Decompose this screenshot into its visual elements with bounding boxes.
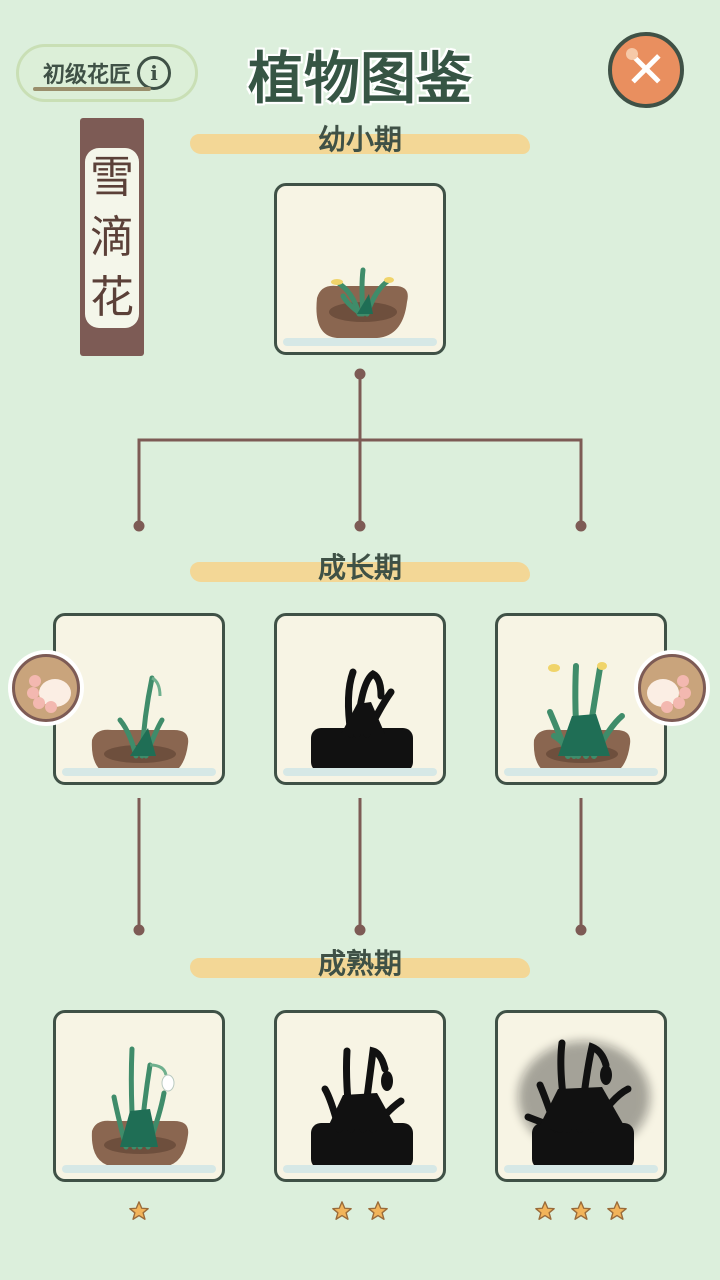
seedling-plant-image — [316, 267, 408, 338]
plant-name-panel: 雪 滴 花 — [85, 148, 139, 328]
paw-icon — [638, 654, 706, 722]
growing-plant-image — [91, 675, 189, 776]
connector-dot — [133, 924, 145, 936]
info-icon[interactable]: i — [137, 56, 171, 90]
mature-plant-image — [91, 1046, 189, 1167]
plant-name-char: 花 — [90, 272, 134, 323]
connector-dot — [354, 520, 366, 532]
plant-name-char: 滴 — [90, 212, 134, 263]
growing-plant-image — [533, 662, 631, 776]
paw-icon — [12, 654, 80, 722]
card-floor — [283, 1165, 437, 1173]
stage-label: 成长期 — [317, 551, 402, 584]
connector-dot — [354, 368, 366, 380]
stage-title-mature: 成熟期 — [190, 942, 530, 982]
star-icon — [129, 1201, 149, 1220]
star-rating-1 — [53, 1200, 225, 1222]
star-rating-3 — [495, 1200, 667, 1222]
stage-title-growing: 成长期 — [190, 546, 530, 586]
star-icon — [571, 1201, 591, 1220]
rank-label: 初级花匠 — [42, 63, 131, 88]
locked-plant-silhouette — [311, 668, 413, 772]
connector-dot — [575, 520, 587, 532]
rank-badge[interactable]: 初级花匠 i — [16, 44, 198, 102]
stage-title-seedling: 幼小期 — [190, 118, 530, 158]
locked-plant-silhouette — [311, 1046, 413, 1169]
card-floor — [504, 1165, 658, 1173]
connector-dot — [354, 924, 366, 936]
plant-name-char: 雪 — [90, 152, 134, 203]
plant-card-mature-3-locked[interactable] — [495, 1010, 667, 1182]
stage-label: 幼小期 — [317, 123, 402, 156]
locked-plant-silhouette — [518, 1039, 650, 1169]
paw-button-left[interactable] — [8, 650, 84, 726]
paw-button-right[interactable] — [634, 650, 710, 726]
stage-label: 成熟期 — [317, 947, 402, 980]
card-floor — [283, 768, 437, 776]
button-shine — [626, 48, 638, 60]
plant-card-mature-1[interactable] — [53, 1010, 225, 1182]
rank-underline — [33, 87, 151, 91]
page-title: 植物图鉴 — [248, 47, 472, 112]
brush-stroke — [190, 958, 530, 978]
star-icon — [332, 1201, 352, 1220]
brush-stroke — [190, 134, 530, 154]
star-rating-2 — [274, 1200, 446, 1222]
plant-card-seedling[interactable] — [274, 183, 446, 355]
connector-dot — [575, 924, 587, 936]
connector-line — [137, 438, 583, 526]
card-floor — [62, 1165, 216, 1173]
plant-name-scroll: 雪 滴 花 — [80, 118, 144, 356]
card-floor — [504, 768, 658, 776]
card-floor — [62, 768, 216, 776]
star-icon — [607, 1201, 627, 1220]
brush-stroke — [190, 562, 530, 582]
card-floor — [283, 338, 437, 346]
star-icon — [535, 1201, 555, 1220]
connector-dot — [133, 520, 145, 532]
star-icon — [368, 1201, 388, 1220]
close-button[interactable]: ✕ — [608, 32, 684, 108]
plant-card-mature-2-locked[interactable] — [274, 1010, 446, 1182]
plant-card-growing-2-locked[interactable] — [274, 613, 446, 785]
